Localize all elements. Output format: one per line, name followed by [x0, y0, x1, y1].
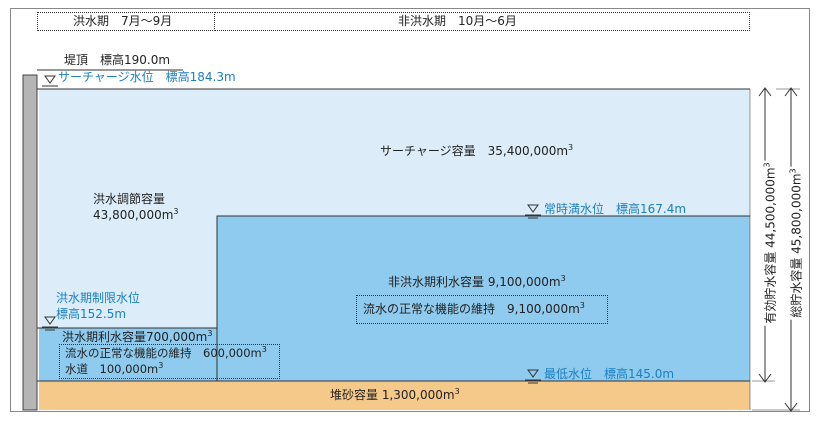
non-flood-normal-function-label: 流水の正常な機能の維持 9,100,000m3: [363, 301, 585, 316]
normal-level-label: 常時満水位 標高167.4m: [544, 202, 687, 216]
water-level-icon: [525, 369, 541, 384]
flood-limit-label-line1: 洪水期制限水位: [56, 291, 141, 305]
flood-limit-label-line2: 標高152.5m: [56, 307, 127, 321]
flood-use-zone: [39, 328, 217, 381]
non-flood-use-capacity-label: 非洪水期利水容量 9,100,000m3: [388, 274, 566, 289]
surcharge-level-label: サーチャージ水位 標高184.3m: [58, 70, 236, 84]
dam-body: [22, 74, 38, 411]
diagram-frame: [10, 8, 810, 412]
non-flood-period-header: [214, 12, 750, 31]
flood-control-capacity-line1: 洪水調節容量: [93, 192, 166, 206]
non-flood-normal-function-box: [356, 295, 608, 324]
sediment-capacity-label: 堆砂容量 1,300,000m3: [330, 387, 460, 402]
surcharge-capacity-label: サーチャージ容量 35,400,000m3: [380, 143, 574, 158]
non-flood-period-label: 非洪水期 10月～6月: [398, 14, 517, 28]
non-flood-use-zone: [217, 216, 750, 381]
flood-period-label: 洪水期 7月～9月: [73, 14, 173, 28]
flood-normal-function-label: 流水の正常な機能の維持 600,000m3: [65, 345, 267, 360]
flood-control-capacity-line2: 43,800,000m3: [93, 207, 179, 222]
water-supply-label: 水道 100,000m3: [65, 361, 164, 376]
water-level-icon: [42, 316, 58, 331]
flood-use-breakdown-box: [59, 344, 280, 379]
crest-level-label: 堤頂 標高190.0m: [64, 53, 171, 67]
water-level-icon: [42, 75, 58, 90]
total-storage-label: 総貯水容量 45,800,000m3: [788, 166, 805, 320]
sediment-zone: [39, 381, 750, 410]
effective-storage-label: 有効貯水容量 44,500,000m3: [762, 160, 779, 326]
water-level-icon: [525, 204, 541, 219]
minimum-level-label: 最低水位 標高145.0m: [544, 367, 675, 381]
flood-use-capacity-label: 洪水期利水容量700,000m3: [62, 329, 213, 344]
